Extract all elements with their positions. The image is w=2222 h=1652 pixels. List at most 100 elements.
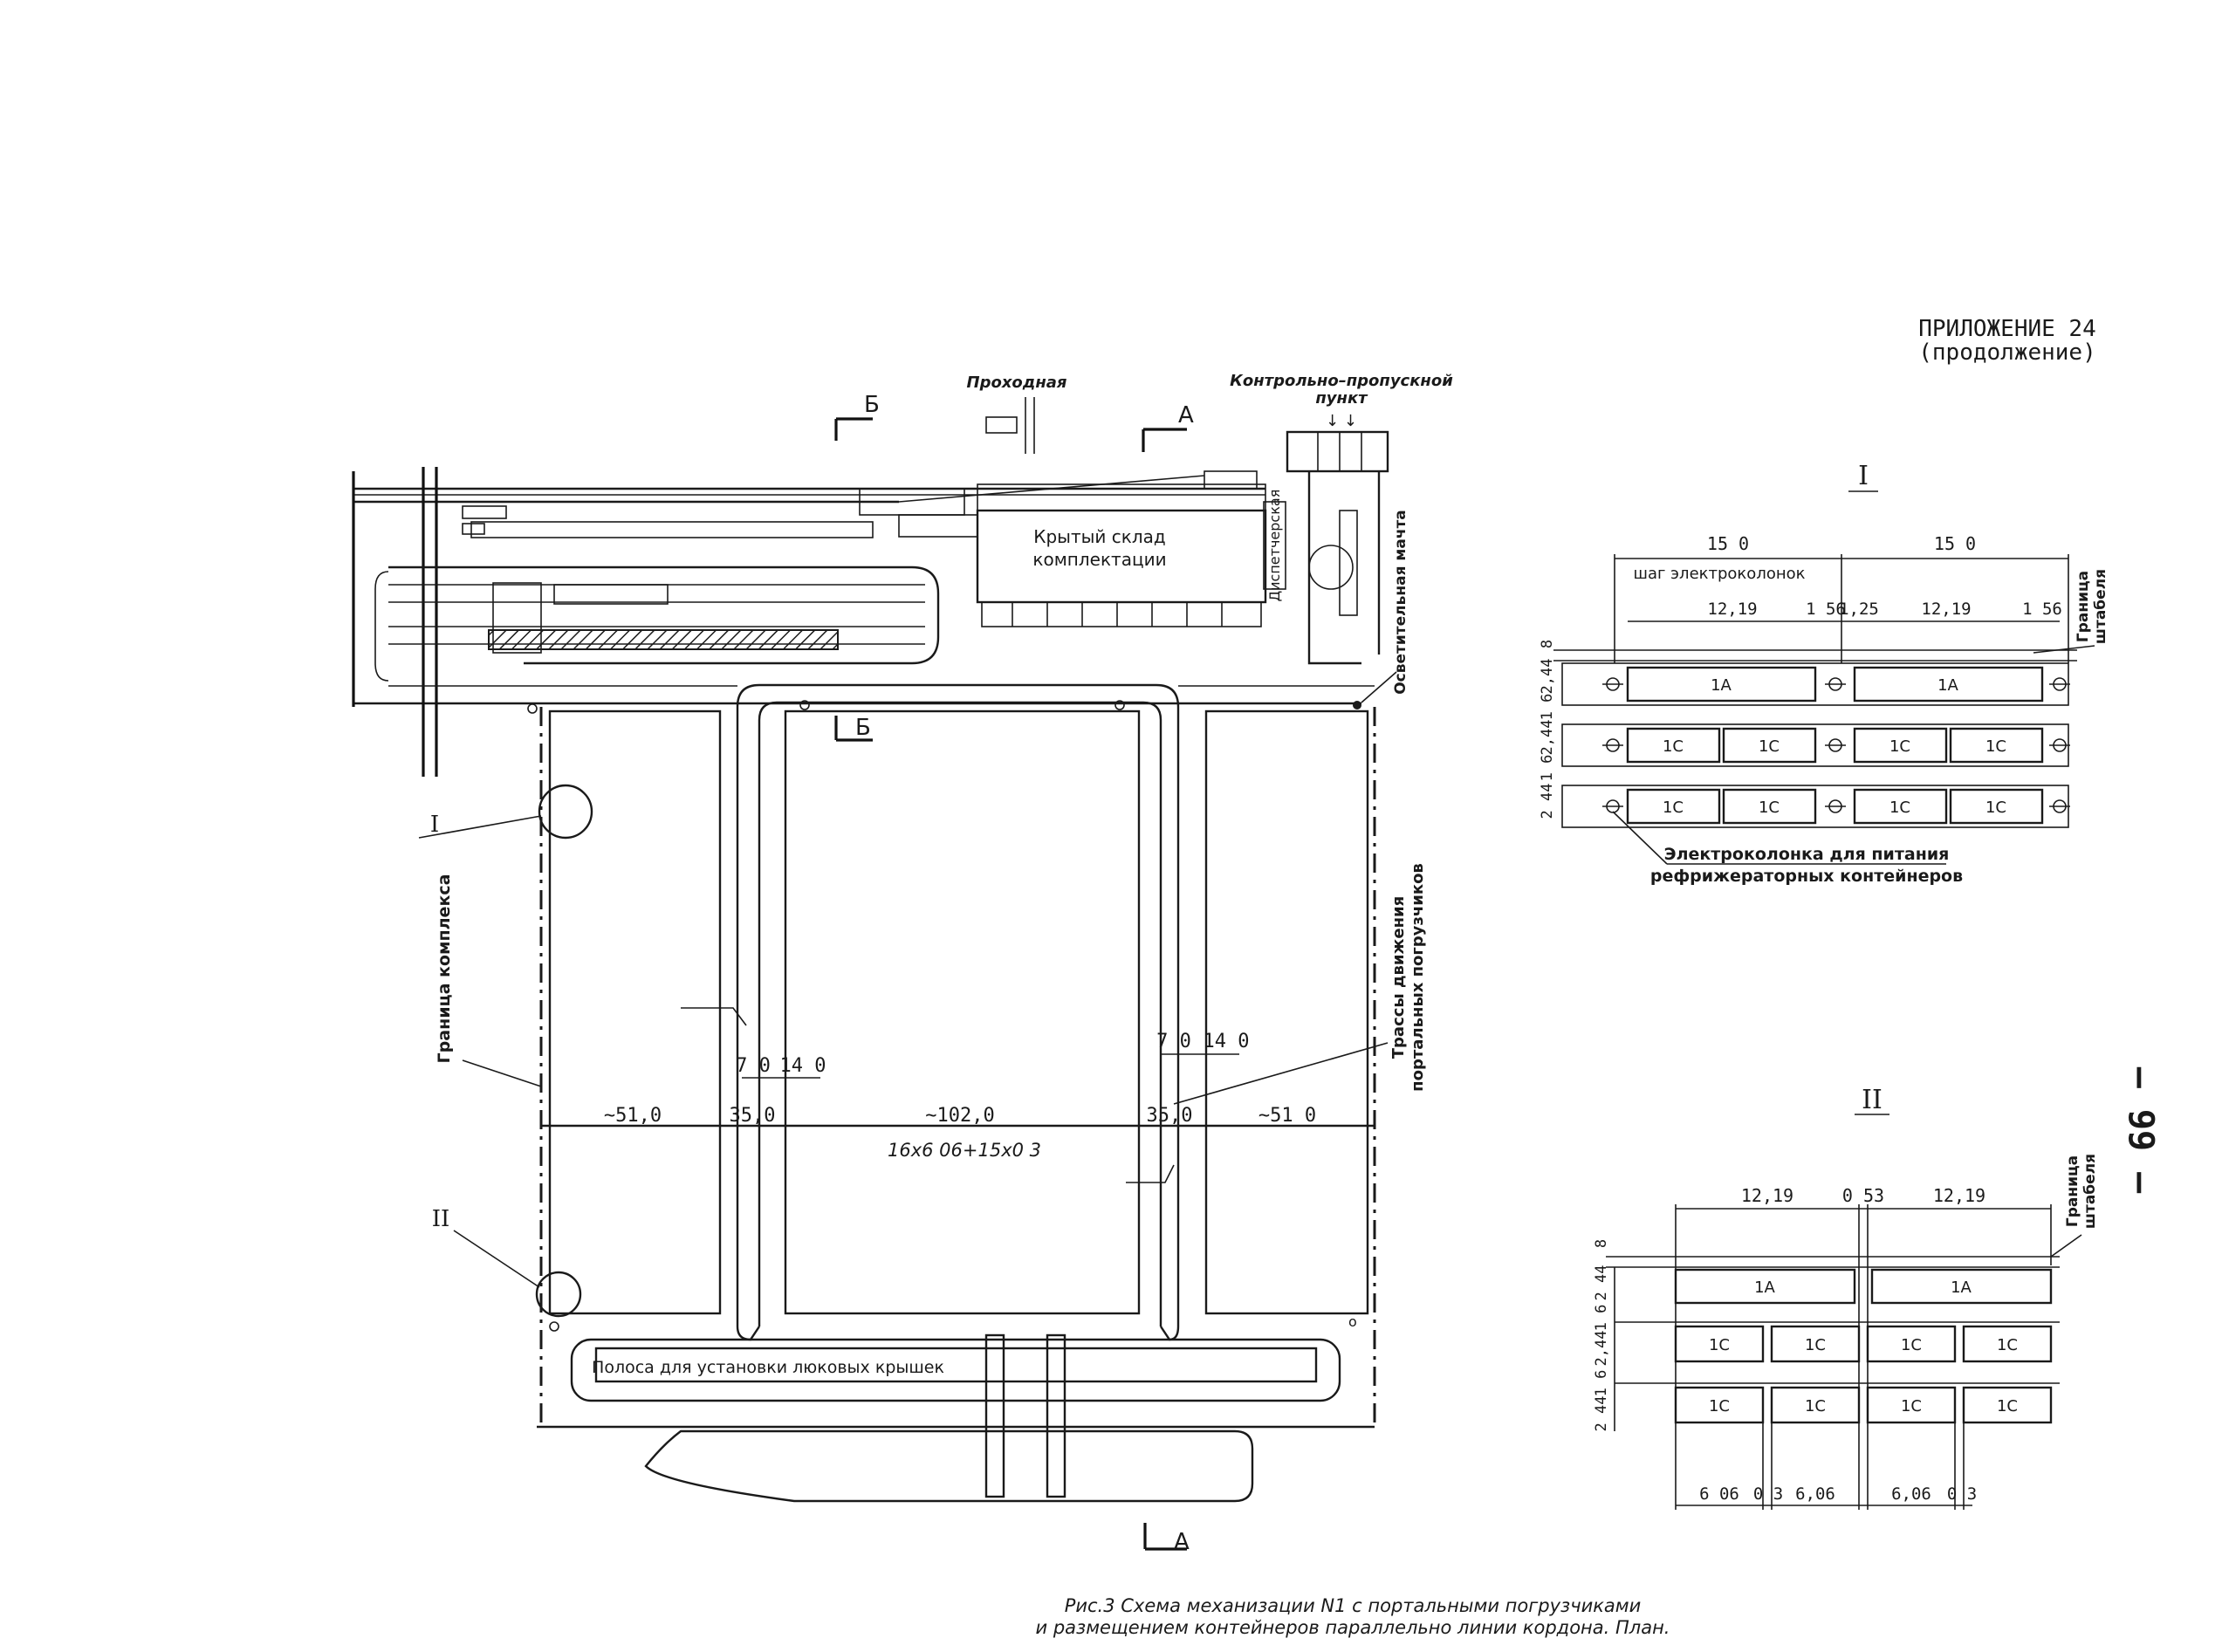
- svg-text:Граница: Граница: [2064, 1155, 2081, 1227]
- svg-text:0 3: 0 3: [1753, 1484, 1783, 1504]
- svg-text:1C: 1C: [1901, 1336, 1922, 1354]
- appendix-subtitle: (продолжение): [1918, 339, 2096, 366]
- svg-text:2 44: 2 44: [1539, 784, 1556, 819]
- svg-text:1 6: 1 6: [1539, 755, 1556, 782]
- svg-text:Б: Б: [864, 392, 880, 418]
- svg-text:2,44: 2,44: [1539, 659, 1556, 695]
- svg-text:1 56: 1 56: [2022, 600, 2062, 619]
- callout-label-I: I: [430, 812, 439, 838]
- detail-I-pitch-2: 15 0: [1934, 533, 1976, 554]
- svg-text:штабеля: штабеля: [2092, 569, 2109, 644]
- callout-circle-II: [535, 1271, 582, 1318]
- svg-text:8: 8: [1593, 1239, 1610, 1248]
- detail-I-pitch-1: 15 0: [1707, 533, 1749, 554]
- control-point-label-1: Контрольно–пропускной: [1230, 372, 1453, 390]
- svg-text:6 06: 6 06: [1699, 1484, 1739, 1504]
- svg-text:2,44: 2,44: [1593, 1331, 1610, 1367]
- warehouse-label-2: комплектации: [1032, 549, 1166, 570]
- dim-lane-b: 14 0: [780, 1055, 826, 1077]
- svg-text:1C: 1C: [1985, 799, 2006, 817]
- checkpoint-building: [985, 416, 1018, 434]
- routes-label-2: портальных погрузчиков: [1409, 863, 1427, 1092]
- svg-text:1C: 1C: [1805, 1336, 1826, 1354]
- detail-I-pitch-label: шаг электроколонок: [1634, 565, 1806, 583]
- site-plan: Крытый склад комплектации Диспетчерская …: [352, 372, 1453, 1555]
- dim-w5: ~51 0: [1258, 1105, 1316, 1127]
- yard-block-2: [784, 709, 1141, 1315]
- svg-text:1 6: 1 6: [1539, 694, 1556, 721]
- light-mast-label: Осветительная мачта: [1392, 510, 1409, 695]
- svg-text:1C: 1C: [1709, 1336, 1730, 1354]
- svg-text:штабеля: штабеля: [2081, 1154, 2099, 1229]
- section-mark-B-mid: Б: [834, 715, 873, 742]
- callout-circle-I: [538, 784, 593, 840]
- dim-w2: 35,0: [730, 1105, 776, 1127]
- warehouse-label-1: Крытый склад: [1033, 526, 1165, 547]
- svg-text:1A: 1A: [1951, 1278, 1972, 1297]
- svg-text:1C: 1C: [1709, 1397, 1730, 1416]
- detail-I-caption-2: рефрижераторных контейнеров: [1650, 867, 1963, 886]
- dim-lane-c: 7 0: [1156, 1031, 1191, 1052]
- svg-text:6,06: 6,06: [1795, 1484, 1835, 1504]
- svg-text:1C: 1C: [1997, 1397, 2018, 1416]
- svg-text:12,19: 12,19: [1707, 600, 1757, 619]
- hatch-strip-outer: [570, 1338, 1341, 1402]
- svg-text:1C: 1C: [1889, 737, 1910, 756]
- svg-text:12,19: 12,19: [1933, 1185, 1985, 1206]
- hatched-platform: [488, 629, 839, 650]
- dim-w1: ~51,0: [604, 1105, 662, 1127]
- section-mark-B-top: Б: [834, 392, 880, 441]
- control-point: [1286, 430, 1389, 473]
- checkpoint-label: Проходная: [967, 374, 1067, 392]
- svg-text:1C: 1C: [1759, 737, 1780, 756]
- dim-lane-a: 7 0: [736, 1055, 771, 1077]
- small-building: [462, 505, 507, 519]
- section-mark-A-top: А: [1142, 402, 1194, 452]
- svg-text:12,19: 12,19: [1921, 600, 1971, 619]
- svg-text:Граница: Граница: [2075, 571, 2092, 642]
- control-point-label-2: пункт: [1315, 389, 1368, 408]
- yard-block-1: [548, 709, 722, 1315]
- svg-text:1 6: 1 6: [1593, 1370, 1610, 1397]
- ship: [644, 1429, 1254, 1503]
- svg-text:1 56: 1 56: [1806, 600, 1846, 619]
- svg-text:2 44: 2 44: [1593, 1396, 1610, 1432]
- svg-text:6,06: 6,06: [1891, 1484, 1931, 1504]
- svg-text:А: А: [1174, 1529, 1190, 1555]
- dim-formula: 16x6 06+15x0 3: [888, 1140, 1041, 1161]
- dispatch-room: [1263, 501, 1286, 590]
- hatch-strip: [594, 1347, 1318, 1383]
- svg-text:8: 8: [1539, 640, 1556, 648]
- svg-text:o: o: [1348, 1313, 1357, 1330]
- detail-I-caption-1: Электроколонка для питания: [1664, 845, 1950, 864]
- detail-I-title: I: [1858, 461, 1869, 491]
- svg-text:0 3: 0 3: [1947, 1484, 1977, 1504]
- svg-text:2,44: 2,44: [1539, 720, 1556, 756]
- detail-II-title: II: [1862, 1085, 1883, 1115]
- svg-text:1,25: 1,25: [1839, 600, 1879, 619]
- detail-I: I 15 0 15 0 шаг электроколонок 12,19 1 5…: [1539, 461, 2109, 886]
- boundary-label: Граница комплекса: [435, 874, 454, 1064]
- section-mark-A-bottom: А: [1143, 1523, 1190, 1555]
- hatch-strip-label: Полоса для установки люковых крышек: [592, 1358, 944, 1377]
- svg-text:Б: Б: [855, 715, 871, 741]
- figure-caption: Рис.3 Схема механизации N1 с портальными…: [1036, 1595, 1670, 1638]
- appendix-header: ПРИЛОЖЕНИЕ 24 (продолжение): [1918, 316, 2096, 366]
- svg-text:1C: 1C: [1901, 1397, 1922, 1416]
- detail-II: II 12,19 0 53 12,19 Граница штабеля 8 2 …: [1593, 1085, 2099, 1510]
- svg-text:1A: 1A: [1754, 1278, 1775, 1297]
- svg-text:2 44: 2 44: [1593, 1265, 1610, 1301]
- caption-line-1: Рис.3 Схема механизации N1 с портальными…: [1065, 1595, 1642, 1616]
- svg-text:1C: 1C: [1663, 799, 1684, 817]
- svg-text:1A: 1A: [1711, 676, 1732, 695]
- routes-label-1: Трассы движения: [1389, 896, 1408, 1059]
- power-column-icon: [1602, 677, 2070, 813]
- svg-text:1C: 1C: [1889, 799, 1910, 817]
- appendix-title: ПРИЛОЖЕНИЕ 24: [1918, 316, 2096, 342]
- callout-label-II: II: [432, 1206, 450, 1232]
- svg-text:А: А: [1178, 402, 1194, 428]
- yard-block-3: [1204, 709, 1369, 1315]
- svg-text:1A: 1A: [1937, 676, 1958, 695]
- dim-lane-d: 14 0: [1204, 1031, 1250, 1052]
